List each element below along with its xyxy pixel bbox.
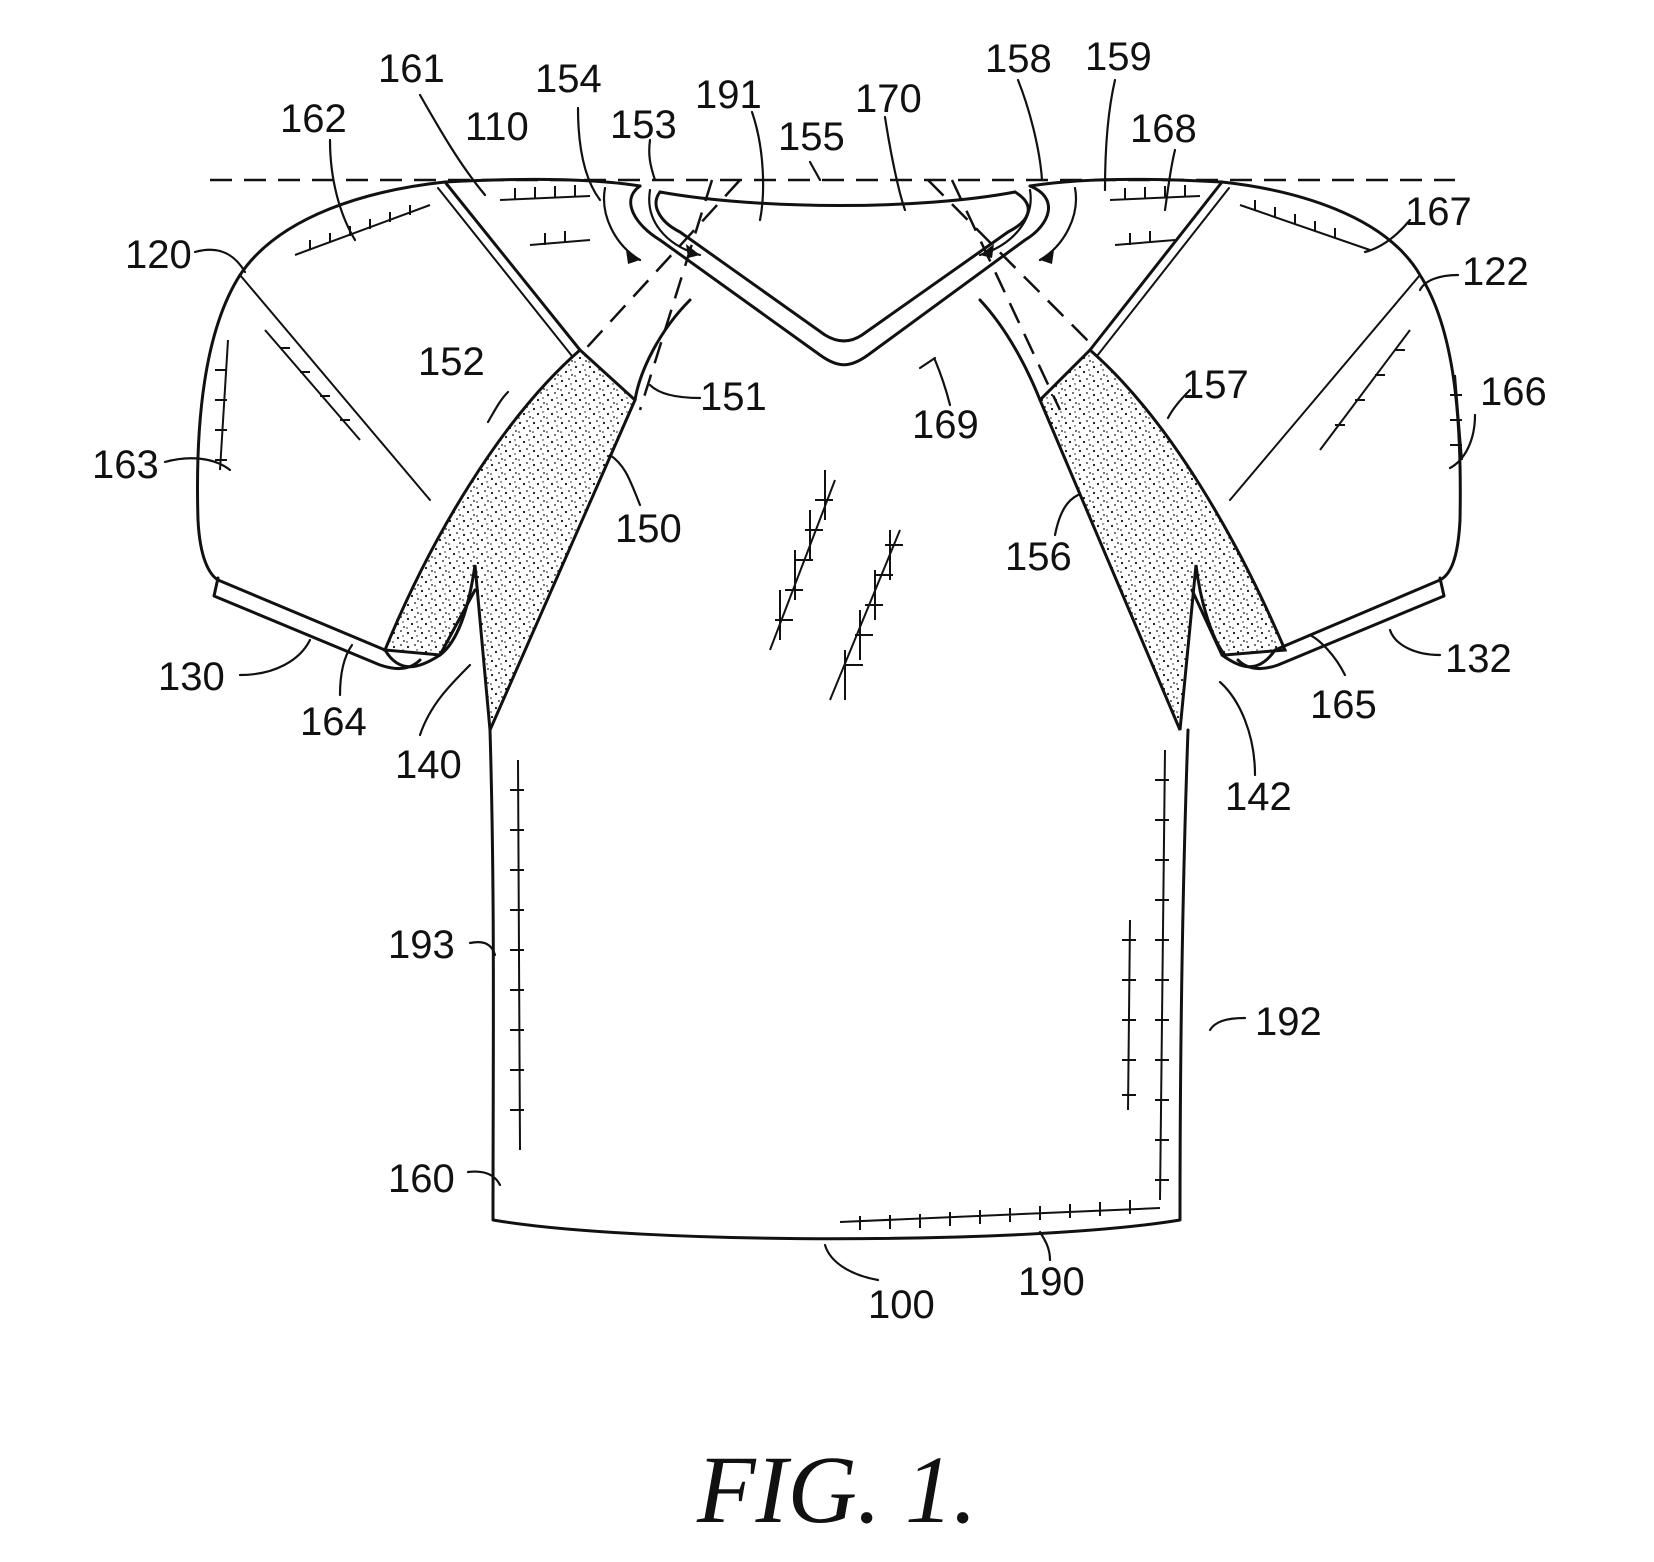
- label-163: 163: [92, 443, 159, 487]
- arrow-154-head: [626, 250, 640, 264]
- label-156: 156: [1005, 535, 1072, 579]
- right-sleeve-seam: [1229, 274, 1421, 501]
- label-152: 152: [418, 340, 485, 384]
- right-raglan-seam-inner: [1096, 187, 1230, 357]
- label-150: 150: [615, 507, 682, 551]
- label-161: 161: [378, 47, 445, 91]
- left-shoulder-yoke: [443, 177, 642, 188]
- label-162: 162: [280, 97, 347, 141]
- arrow-159-head: [1040, 250, 1054, 264]
- leader-lines: [163, 78, 1477, 1282]
- label-140: 140: [395, 743, 462, 787]
- arrow-154: [602, 186, 642, 262]
- right-shoulder-yoke: [1028, 177, 1224, 188]
- label-120: 120: [125, 233, 192, 277]
- label-122: 122: [1462, 250, 1529, 294]
- label-190: 190: [1018, 1260, 1085, 1304]
- label-170: 170: [855, 77, 922, 121]
- right-neck-dash-a: [927, 179, 1096, 349]
- label-165: 165: [1310, 683, 1377, 727]
- right-neck-dash-b: [950, 179, 1062, 411]
- left-sleeve-seam: [239, 274, 431, 501]
- label-164: 164: [300, 700, 367, 744]
- jersey-body-outline: [488, 728, 1190, 1241]
- label-167: 167: [1405, 190, 1472, 234]
- left-cuff: [212, 576, 422, 671]
- label-158: 158: [985, 37, 1052, 81]
- label-191: 191: [695, 73, 762, 117]
- label-155: 155: [778, 115, 845, 159]
- left-raglan-seam: [443, 180, 582, 352]
- texture-marks: [215, 185, 1463, 1230]
- right-front-panel-seam: [978, 298, 1042, 402]
- right-gusset-panel: [1038, 347, 1288, 731]
- figure-caption: FIG. 1.: [696, 1436, 977, 1543]
- left-neck-dash-b: [638, 179, 714, 411]
- label-193: 193: [388, 923, 455, 967]
- label-154: 154: [535, 57, 602, 101]
- left-raglan-seam-inner: [437, 187, 573, 357]
- label-142: 142: [1225, 775, 1292, 819]
- arrow-158-head: [980, 244, 994, 258]
- label-130: 130: [158, 655, 225, 699]
- label-100: 100: [868, 1283, 935, 1327]
- back-neckline: [658, 190, 1017, 207]
- collar-inner: [654, 190, 1030, 343]
- label-192: 192: [1255, 1000, 1322, 1044]
- label-132: 132: [1445, 637, 1512, 681]
- label-153: 153: [610, 103, 677, 147]
- arrow-153-head: [686, 244, 700, 258]
- label-166: 166: [1480, 370, 1547, 414]
- label-168: 168: [1130, 107, 1197, 151]
- label-157: 157: [1182, 363, 1249, 407]
- label-110: 110: [465, 105, 529, 149]
- collar-outer: [629, 184, 1050, 367]
- left-front-panel-seam: [633, 298, 692, 402]
- label-169: 169: [912, 403, 979, 447]
- label-160: 160: [388, 1157, 455, 1201]
- left-neck-dash-a: [579, 179, 741, 356]
- label-151: 151: [700, 375, 767, 419]
- left-sleeve-outline: [196, 180, 477, 669]
- label-159: 159: [1085, 35, 1152, 79]
- right-raglan-seam: [1088, 180, 1224, 352]
- right-cuff: [1236, 576, 1446, 671]
- left-gusset-panel: [382, 347, 637, 731]
